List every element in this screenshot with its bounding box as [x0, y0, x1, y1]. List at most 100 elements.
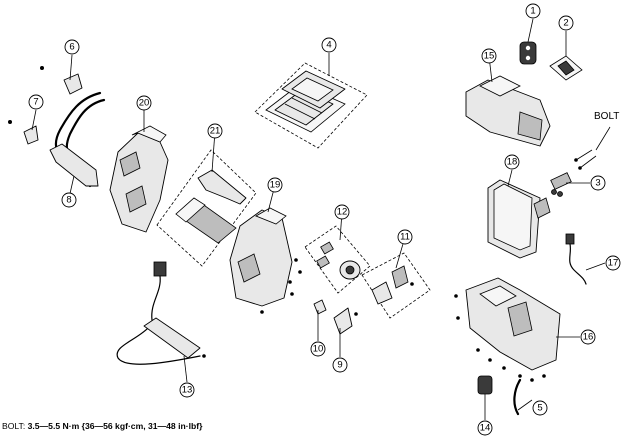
part-3-body: [550, 172, 572, 190]
part-16-case: [454, 277, 561, 382]
callout-8: 8: [61, 192, 77, 208]
part-12-connector-a: [320, 241, 334, 255]
callout-5: 5: [532, 400, 548, 416]
part-15-vent: [517, 111, 543, 141]
part-8-pipe-b: [65, 98, 106, 162]
part-13-wire-b: [116, 325, 201, 365]
svg-text:20: 20: [139, 98, 150, 109]
part-15-case: [465, 75, 551, 147]
svg-text:15: 15: [484, 51, 495, 62]
callout-12: 12: [334, 204, 350, 220]
part-14-actuator: [477, 375, 493, 395]
callout-16: 16: [580, 329, 596, 345]
part-11-assembly: [361, 252, 431, 319]
callout-17: 17: [605, 255, 621, 271]
callout-2: 2: [558, 15, 574, 31]
part-17-wire: [569, 243, 587, 285]
torque-note-value: 3.5—5.5 N·m {36—56 kgf·cm, 31—48 in·lbf}: [27, 421, 203, 431]
part-19-vent: [237, 253, 261, 283]
callout-21: 21: [207, 123, 223, 139]
part-12-dashed-box: [304, 225, 371, 294]
part-12-assembly: [304, 225, 371, 294]
part-4-filter-inner: [291, 77, 334, 102]
callout-11: 11: [397, 229, 413, 245]
svg-text:11: 11: [400, 232, 410, 243]
part-12-connector-b: [316, 255, 330, 269]
callout-19: 19: [267, 177, 283, 193]
svg-text:1: 1: [530, 6, 535, 17]
torque-note-key: BOLT:: [2, 421, 26, 431]
part-21-dashed-box: [156, 149, 257, 267]
part-20-body: [109, 132, 169, 233]
svg-text:10: 10: [313, 344, 324, 355]
part-16-opening: [479, 285, 517, 307]
bolt-label: BOLT: [594, 111, 620, 122]
part-19-lower-case: [229, 207, 302, 314]
svg-text:8: 8: [66, 195, 71, 206]
svg-text:21: 21: [210, 126, 221, 137]
callout-10: 10: [310, 341, 326, 357]
callout-1: 1: [525, 3, 541, 19]
parts-14-5: [477, 375, 522, 416]
svg-text:12: 12: [337, 207, 348, 218]
part-11-bracket: [391, 265, 409, 289]
callout-14: 14: [477, 420, 493, 436]
part-6-clamp: [63, 73, 83, 95]
part-13-sensor-body: [143, 317, 201, 359]
torque-specification-note: BOLT: 3.5—5.5 N·m {36—56 kgf·cm, 31—48 i…: [2, 421, 202, 431]
part-20-top-opening: [131, 125, 167, 143]
part-9-actuator: [333, 307, 353, 335]
part-18-fitting: [533, 197, 551, 219]
callout-13: 13: [179, 382, 195, 398]
part-17-connector: [565, 233, 575, 245]
svg-text:9: 9: [337, 360, 342, 371]
part-20-vent-2: [125, 185, 147, 213]
part-8-pipe-assembly: [8, 66, 106, 188]
part-4-filter-assembly: [254, 62, 368, 149]
part-20-vent: [119, 151, 141, 177]
parts-1-2-gaskets: [519, 41, 583, 81]
callout-20: 20: [136, 95, 152, 111]
part-4-dashed-box: [254, 62, 368, 149]
part-19-top: [255, 207, 287, 225]
svg-text:16: 16: [583, 332, 594, 343]
svg-text:2: 2: [563, 18, 568, 29]
part-20-case: [109, 125, 169, 233]
part-11-dashed-box: [361, 252, 431, 319]
svg-text:7: 7: [33, 97, 38, 108]
callout-9: 9: [332, 357, 348, 373]
part-13-wiring-harness: [116, 261, 206, 365]
callouts: 1 2 3 4 5 6 7 8 9 10 11 12 13 14 15 16 1…: [28, 3, 621, 436]
part-15-opening: [479, 75, 521, 97]
part-5-drain-hose: [513, 378, 522, 416]
svg-text:17: 17: [608, 258, 619, 269]
part-19-body: [229, 209, 293, 307]
part-11-actuator: [371, 281, 393, 305]
part-17-sensor: [565, 233, 587, 285]
callout-18: 18: [504, 154, 520, 170]
part-1-gasket: [519, 41, 537, 65]
part-13-connector: [153, 261, 167, 277]
svg-text:3: 3: [595, 178, 600, 189]
svg-text:19: 19: [270, 180, 281, 191]
svg-text:13: 13: [182, 385, 193, 396]
callout-6: 6: [64, 39, 80, 55]
part-7-clip: [23, 125, 39, 145]
svg-text:18: 18: [507, 157, 518, 168]
part-18-fins: [493, 183, 533, 251]
part-18-core: [487, 179, 551, 259]
parts-9-10: [313, 299, 358, 335]
part-21-duct-assembly: [156, 149, 257, 267]
callout-7: 7: [28, 94, 44, 110]
part-21-upper-piece: [197, 169, 247, 205]
svg-text:14: 14: [480, 423, 491, 434]
svg-text:6: 6: [69, 42, 74, 53]
part-16-vent: [507, 301, 533, 337]
callout-3: 3: [590, 175, 606, 191]
part-8-core: [49, 143, 99, 187]
svg-text:5: 5: [537, 403, 542, 414]
part-3-expansion-valve: [550, 149, 597, 197]
callout-4: 4: [321, 37, 337, 53]
